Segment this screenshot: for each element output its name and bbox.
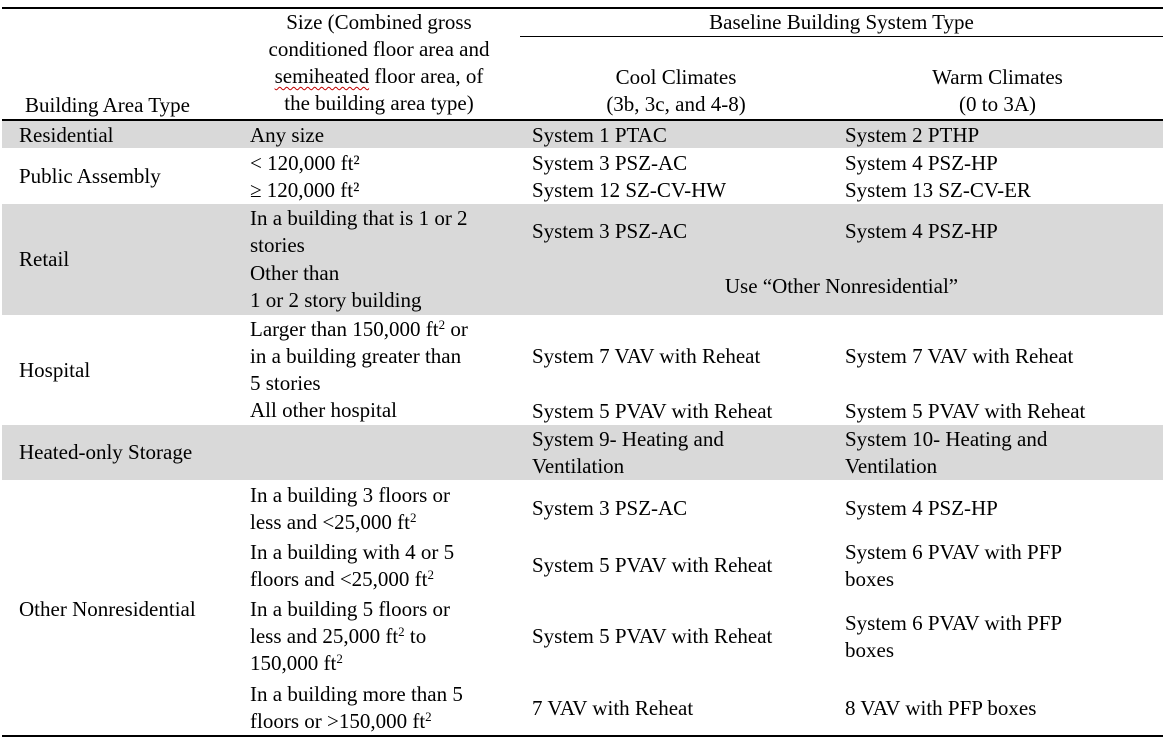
row-residential-size: Any size xyxy=(250,123,325,147)
row-other-cool2: System 5 PVAV with Reheat xyxy=(532,553,773,577)
row-residential-area: Residential xyxy=(19,123,114,147)
row-hospital-size: Larger than 150,000 ft2 or in a building… xyxy=(250,317,468,422)
row-public-area: Public Assembly xyxy=(19,164,161,188)
header-size: Size (Combined gross conditioned floor a… xyxy=(243,9,515,117)
row-public-cool: System 3 PSZ-AC System 12 SZ-CV-HW xyxy=(532,151,727,202)
row-hospital-cool2: System 5 PVAV with Reheat xyxy=(532,399,773,423)
row-storage-cool: System 9- Heating and Ventilation xyxy=(532,427,724,478)
row-hospital-area: Hospital xyxy=(19,358,91,382)
header-size-line1: Size (Combined gross xyxy=(286,10,472,34)
header-size-line4: the building area type) xyxy=(284,91,474,115)
header-rule xyxy=(2,119,1163,121)
row-other-warm1: System 4 PSZ-HP xyxy=(845,496,998,520)
band-storage xyxy=(2,425,1163,480)
row-other-area: Other Nonresidential xyxy=(19,597,196,621)
header-building-area-type: Building Area Type xyxy=(25,93,190,117)
row-retail-cool: System 3 PSZ-AC xyxy=(532,219,688,243)
row-other-size4: In a building more than 5 floors or >150… xyxy=(250,682,463,733)
row-other-warm2: System 6 PVAV with PFP boxes xyxy=(845,540,1063,591)
row-other-size2: In a building with 4 or 5 floors and <25… xyxy=(250,540,455,591)
bottom-rule xyxy=(2,735,1163,737)
header-baseline-group: Baseline Building System Type xyxy=(709,10,974,34)
row-residential-cool: System 1 PTAC xyxy=(532,123,667,147)
header-size-semiheated: semiheated xyxy=(274,64,370,88)
band-retail xyxy=(2,204,1163,315)
row-other-cool4: 7 VAV with Reheat xyxy=(532,696,694,720)
header-size-line2: conditioned floor area and xyxy=(268,37,490,61)
row-retail-area: Retail xyxy=(19,247,70,271)
row-other-warm3: System 6 PVAV with PFP boxes xyxy=(845,611,1063,662)
header-cool-climates: Cool Climates (3b, 3c, and 4-8) xyxy=(606,65,746,116)
row-other-cool1: System 3 PSZ-AC xyxy=(532,496,688,520)
row-other-size3: In a building 5 floors or less and 25,00… xyxy=(250,597,451,675)
row-residential-warm: System 2 PTHP xyxy=(845,123,980,147)
row-public-size: < 120,000 ft² ≥ 120,000 ft² xyxy=(250,151,360,202)
header-warm-climates: Warm Climates (0 to 3A) xyxy=(932,65,1063,116)
row-other-cool3: System 5 PVAV with Reheat xyxy=(532,624,773,648)
row-hospital-warm2: System 5 PVAV with Reheat xyxy=(845,399,1086,423)
group-rule xyxy=(520,36,1163,37)
row-hospital-warm1: System 7 VAV with Reheat xyxy=(845,344,1074,368)
row-retail-warm: System 4 PSZ-HP xyxy=(845,219,998,243)
header-size-line3: semiheated floor area, of xyxy=(274,64,484,88)
row-other-size1: In a building 3 floors or less and <25,0… xyxy=(250,483,451,534)
top-rule xyxy=(2,7,1163,9)
row-public-warm: System 4 PSZ-HP System 13 SZ-CV-ER xyxy=(845,151,1031,202)
row-retail-size: In a building that is 1 or 2 stories Oth… xyxy=(250,206,468,312)
row-storage-warm: System 10- Heating and Ventilation xyxy=(845,427,1048,478)
row-other-warm4: 8 VAV with PFP boxes xyxy=(845,696,1037,720)
row-retail-merged: Use “Other Nonresidential” xyxy=(724,274,959,298)
row-storage-area: Heated-only Storage xyxy=(19,440,193,464)
row-hospital-cool1: System 7 VAV with Reheat xyxy=(532,344,761,368)
band-residential xyxy=(2,121,1163,148)
